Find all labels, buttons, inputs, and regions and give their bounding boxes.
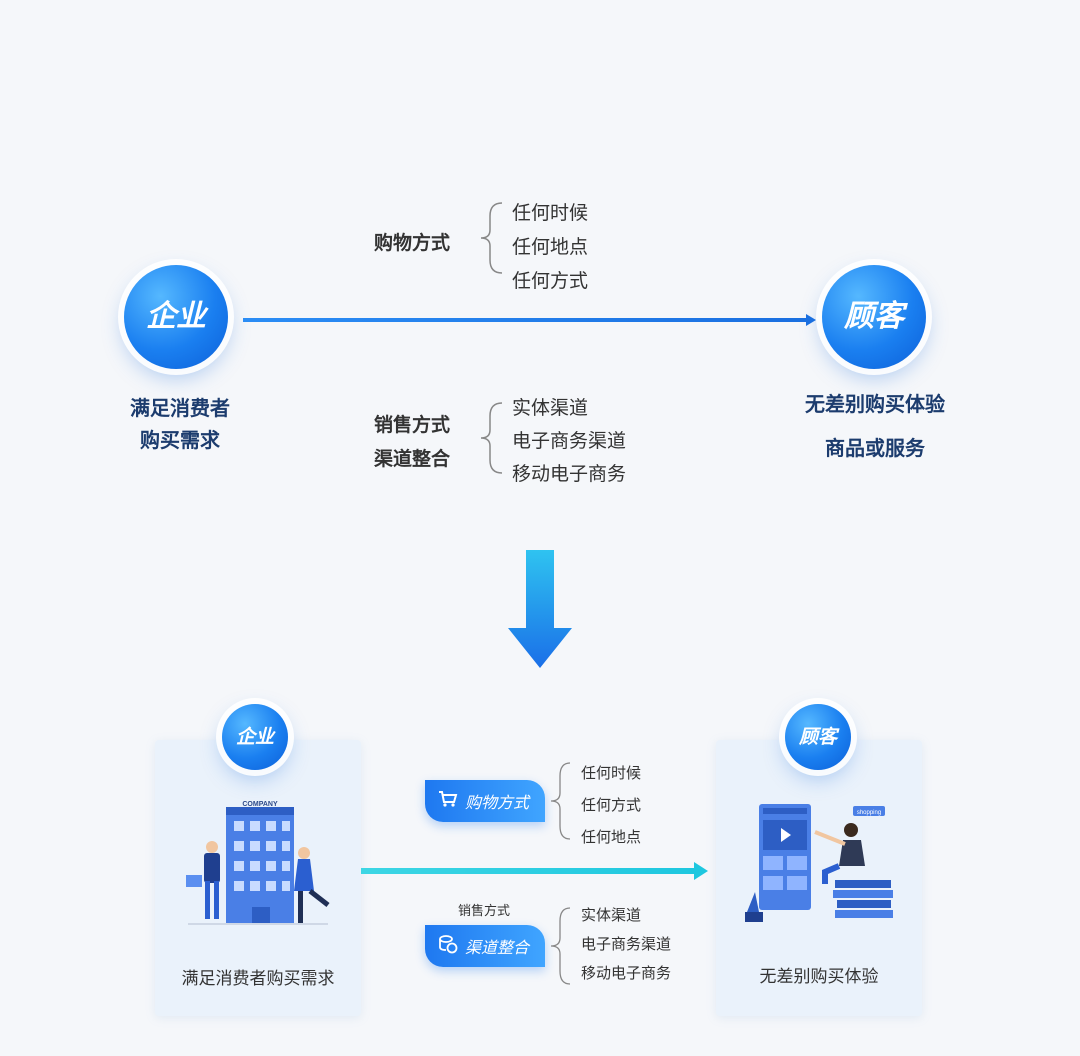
enterprise-node-small: 企业 xyxy=(222,704,288,770)
customer-card xyxy=(716,740,922,1016)
pill2-item: 实体渠道 xyxy=(581,906,642,924)
customer-caption-line2: 商品或服务 xyxy=(825,436,925,460)
enterprise-node: 企业 xyxy=(124,265,228,369)
company-sign: COMPANY xyxy=(242,801,278,808)
bottom-arrow-line xyxy=(361,868,697,874)
sales-mode-label-line1: 销售方式 xyxy=(374,414,451,436)
lower-items: 实体渠道 电子商务渠道 移动电子商务 xyxy=(512,392,626,491)
customer-node: 顾客 xyxy=(822,265,926,369)
customer-card-caption: 无差别购买体验 xyxy=(759,967,879,987)
channel-integration-pill: 渠道整合 xyxy=(425,925,545,967)
bottom-arrow-head xyxy=(694,862,708,880)
channel-coins-icon xyxy=(435,934,461,958)
sales-mode-label: 销售方式 渠道整合 xyxy=(374,408,450,476)
upper-item: 任何时候 xyxy=(512,202,589,224)
enterprise-caption-line1: 满足消费者 xyxy=(130,396,230,420)
customer-caption-line1: 无差别购买体验 xyxy=(805,392,945,416)
pill1-items: 任何时候 任何方式 任何地点 xyxy=(581,757,641,853)
pill2-item: 移动电子商务 xyxy=(581,964,672,982)
lower-item: 实体渠道 xyxy=(512,397,589,419)
down-arrow xyxy=(508,550,572,668)
main-arrow-head xyxy=(806,314,816,326)
main-arrow-line xyxy=(243,318,809,322)
shopping-sign: shopping xyxy=(857,810,881,816)
upper-item: 任何地点 xyxy=(512,236,589,258)
shopping-illustration: shopping xyxy=(745,804,893,922)
lower-item: 移动电子商务 xyxy=(512,463,627,485)
sales-mode-small-label: 销售方式 xyxy=(458,904,511,919)
upper-items: 任何时候 任何地点 任何方式 xyxy=(512,196,588,298)
customer-node-small: 顾客 xyxy=(785,704,851,770)
lower-brace xyxy=(480,402,503,474)
sales-mode-label-line2: 渠道整合 xyxy=(374,448,451,470)
pill2-items: 实体渠道 电子商务渠道 移动电子商务 xyxy=(581,901,671,988)
enterprise-caption: 满足消费者 购买需求 xyxy=(100,392,260,456)
shopping-mode-pill-label: 购物方式 xyxy=(465,793,530,812)
enterprise-card-caption: 满足消费者购买需求 xyxy=(181,969,335,989)
pill1-item: 任何时候 xyxy=(581,764,642,782)
lower-item: 电子商务渠道 xyxy=(512,430,627,452)
customer-caption: 无差别购买体验 商品或服务 xyxy=(790,390,960,462)
shopping-cart-icon xyxy=(435,790,461,812)
channel-integration-pill-label: 渠道整合 xyxy=(465,938,530,957)
pill1-brace xyxy=(550,762,571,840)
upper-brace xyxy=(480,202,503,274)
pill2-brace xyxy=(550,907,571,985)
shopping-mode-label: 购物方式 xyxy=(374,232,451,254)
company-building-illustration: COMPANY xyxy=(186,801,330,925)
upper-item: 任何方式 xyxy=(512,270,589,292)
pill1-item: 任何方式 xyxy=(581,796,642,814)
enterprise-caption-line2: 购买需求 xyxy=(140,428,220,452)
pill2-item: 电子商务渠道 xyxy=(581,935,672,953)
pill1-item: 任何地点 xyxy=(581,828,642,846)
shopping-mode-pill: 购物方式 xyxy=(425,780,545,822)
